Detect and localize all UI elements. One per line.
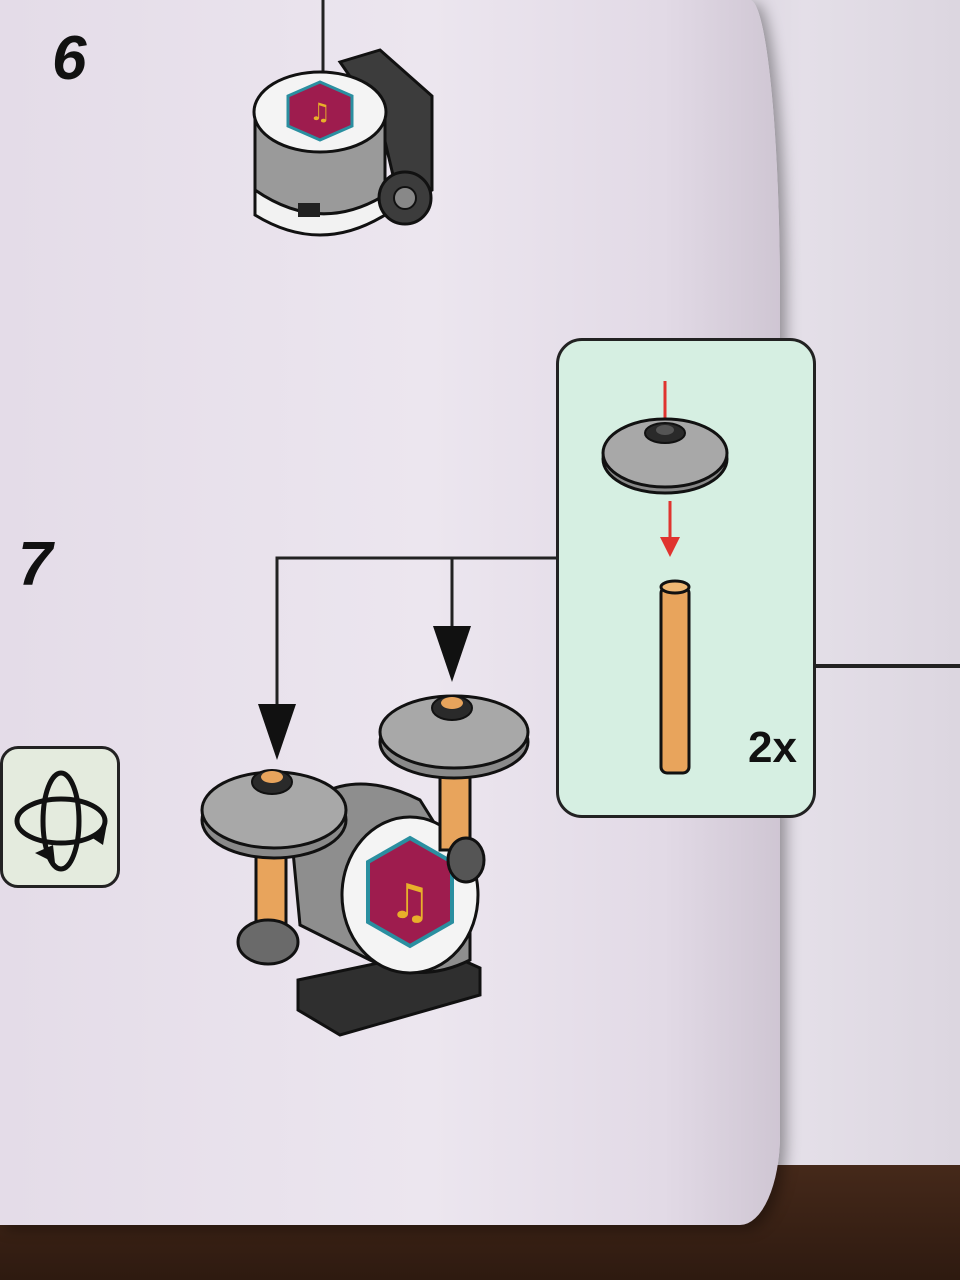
subassembly-callout	[556, 338, 816, 818]
rotate-model-icon	[14, 770, 108, 872]
place-arrow-icon	[258, 704, 296, 760]
insert-arrow-icon	[660, 537, 680, 557]
place-arrow-icon	[433, 626, 471, 682]
step-7-number: 7	[18, 530, 53, 599]
rotate-model-icon-box	[0, 746, 120, 888]
cymbal-subassembly-diagram	[601, 381, 729, 775]
step-7-drum-kit-model: ♫	[200, 556, 556, 1037]
step-6-drum-model: ♫	[252, 0, 434, 237]
svg-text:♫: ♫	[309, 98, 331, 126]
step-6-number: 6	[52, 24, 87, 93]
instruction-page: 6 7 ♫	[0, 0, 816, 1225]
quantity-label: 2x	[748, 723, 797, 772]
music-note-emblem: ♫	[388, 874, 431, 930]
next-page-divider	[768, 664, 960, 668]
